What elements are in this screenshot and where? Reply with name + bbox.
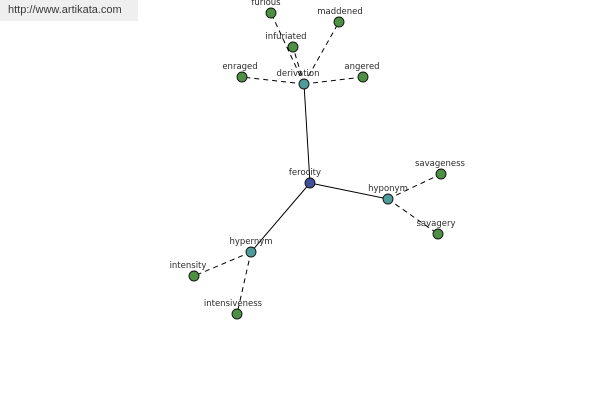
node-furious[interactable]: furious (251, 0, 281, 19)
node-infuriated[interactable]: infuriated (265, 32, 307, 53)
node-enraged-dot[interactable] (236, 71, 248, 83)
node-savagery-dot[interactable] (432, 228, 444, 240)
node-derivation-dot[interactable] (298, 78, 310, 90)
node-enraged[interactable]: enraged (222, 62, 258, 83)
node-hyponym-dot[interactable] (382, 193, 394, 205)
node-infuriated-dot[interactable] (287, 41, 299, 53)
node-intensiveness-label: intensiveness (204, 299, 263, 309)
node-angered-label: angered (344, 62, 379, 72)
node-furious-label: furious (251, 0, 281, 8)
node-maddened-label: maddened (317, 7, 363, 17)
node-enraged-label: enraged (222, 62, 257, 72)
edge-hypernym-intensiveness (236, 251, 252, 315)
edge-hyponym-savagery (387, 198, 439, 235)
node-ferocity-dot[interactable] (304, 177, 316, 189)
node-savageness-dot[interactable] (435, 168, 447, 180)
node-savagery[interactable]: savagery (416, 219, 456, 240)
node-hypernym-label: hypernym (229, 237, 272, 247)
node-intensity[interactable]: intensity (170, 261, 207, 282)
edge-derivation-enraged (241, 76, 305, 85)
node-maddened-dot[interactable] (333, 16, 345, 28)
node-hyponym[interactable]: hyponym (368, 184, 408, 205)
node-derivation-label: derivation (276, 69, 319, 79)
node-savageness-label: savageness (415, 159, 466, 169)
edge-ferocity-hypernym (250, 182, 311, 253)
node-hypernym-dot[interactable] (245, 246, 257, 258)
edge-hypernym-intensity (193, 251, 252, 277)
edge-derivation-furious (270, 12, 305, 85)
node-savagery-label: savagery (416, 219, 455, 229)
node-angered-dot[interactable] (357, 71, 369, 83)
edge-ferocity-derivation (303, 83, 311, 184)
node-ferocity-label: ferocity (289, 168, 321, 178)
watermark-url[interactable]: http://www.artikata.com (0, 0, 138, 21)
node-intensity-label: intensity (170, 261, 207, 271)
edge-derivation-infuriated (292, 46, 305, 85)
edge-ferocity-hyponym (309, 182, 389, 200)
node-furious-dot[interactable] (265, 7, 277, 19)
node-derivation[interactable]: derivation (276, 69, 320, 90)
node-intensiveness[interactable]: intensiveness (204, 299, 263, 320)
node-hyponym-label: hyponym (368, 184, 408, 194)
node-intensiveness-dot[interactable] (231, 308, 243, 320)
node-intensity-dot[interactable] (188, 270, 200, 282)
edge-derivation-maddened (303, 21, 340, 85)
edge-derivation-angered (303, 76, 364, 85)
node-maddened[interactable]: maddened (317, 7, 363, 28)
node-ferocity[interactable]: ferocity (289, 168, 321, 189)
node-hypernym[interactable]: hypernym (229, 237, 273, 258)
node-savageness[interactable]: savageness (415, 159, 466, 180)
node-infuriated-label: infuriated (265, 32, 306, 42)
node-angered[interactable]: angered (344, 62, 380, 83)
edge-hyponym-savageness (387, 173, 442, 200)
